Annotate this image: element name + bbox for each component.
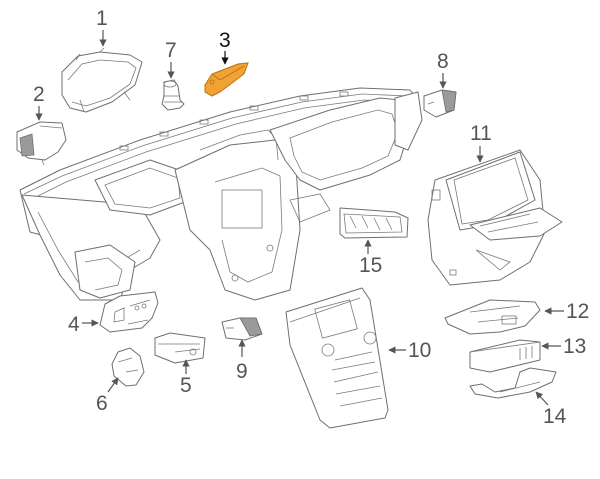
highlighted-sensor-module[interactable] — [204, 62, 249, 97]
callout-14[interactable]: 14 — [535, 391, 567, 428]
headlamp-switch[interactable] — [154, 332, 206, 364]
callout-label: 5 — [180, 374, 192, 397]
callout-label: 14 — [543, 405, 567, 428]
callout-label: 6 — [96, 392, 108, 415]
callout-5[interactable]: 5 — [180, 359, 192, 397]
instrument-panel-frame[interactable] — [19, 87, 423, 301]
callout-label: 3 — [219, 29, 231, 52]
left-air-vent[interactable] — [16, 121, 67, 166]
callout-label: 12 — [566, 300, 589, 323]
callout-8[interactable]: 8 — [437, 50, 449, 89]
callout-4[interactable]: 4 — [68, 313, 99, 336]
callout-12[interactable]: 12 — [544, 300, 589, 323]
display-screen-module[interactable] — [427, 149, 563, 286]
right-switch[interactable] — [423, 89, 457, 118]
climate-control-panel[interactable] — [339, 207, 409, 239]
callout-label: 4 — [68, 313, 80, 336]
callout-label: 9 — [236, 360, 248, 383]
callout-3[interactable]: 3 — [219, 29, 231, 65]
callout-label: 10 — [408, 339, 431, 362]
callout-label: 11 — [470, 122, 492, 145]
ignition-switch[interactable] — [161, 79, 185, 111]
callout-label: 7 — [165, 39, 177, 62]
bracket[interactable] — [469, 367, 557, 399]
callout-label: 2 — [33, 83, 45, 106]
left-switch-panel[interactable] — [99, 291, 159, 333]
callout-label: 15 — [359, 254, 382, 277]
radio-control-panel[interactable] — [285, 287, 389, 429]
callout-7[interactable]: 7 — [165, 39, 177, 79]
callout-6[interactable]: 6 — [96, 377, 119, 415]
callout-label: 13 — [563, 335, 586, 358]
callout-1[interactable]: 1 — [96, 7, 108, 47]
small-switch[interactable] — [111, 347, 145, 387]
callout-2[interactable]: 2 — [33, 83, 45, 121]
center-bezel[interactable] — [444, 299, 541, 335]
instrument-cluster[interactable] — [61, 47, 143, 113]
callout-11[interactable]: 11 — [470, 122, 492, 163]
callout-13[interactable]: 13 — [541, 335, 586, 358]
control-module[interactable] — [469, 339, 541, 373]
callout-15[interactable]: 15 — [359, 239, 382, 277]
callout-label: 8 — [437, 50, 449, 73]
callout-9[interactable]: 9 — [236, 339, 248, 383]
callout-10[interactable]: 10 — [388, 339, 431, 362]
knee-switch[interactable] — [221, 317, 263, 341]
callout-label: 1 — [96, 7, 108, 30]
